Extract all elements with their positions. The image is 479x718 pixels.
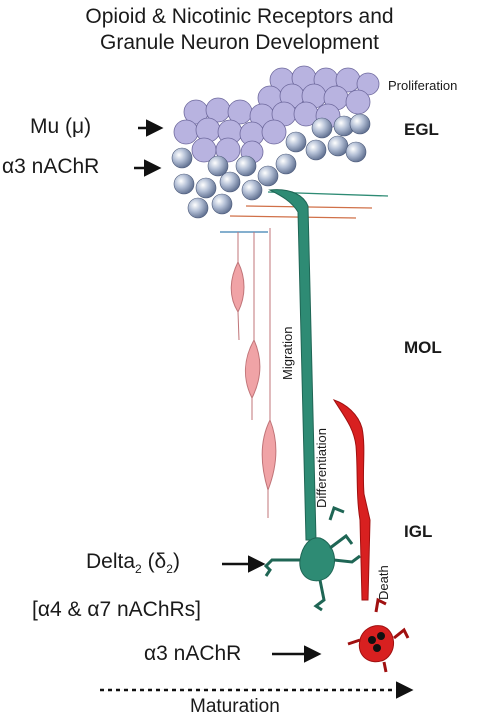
label-differentiation: Differentiation: [314, 428, 329, 508]
label-proliferation: Proliferation: [388, 78, 458, 93]
label-a3-bottom: α3 nAChR: [144, 642, 242, 665]
title-line-2: Granule Neuron Development: [100, 31, 379, 54]
label-igl: IGL: [404, 522, 433, 541]
label-delta: Delta2 (δ2): [86, 550, 180, 577]
receptor-arrows: [100, 119, 414, 699]
migrating-granule-neurons: [230, 228, 277, 518]
dying-granule-neuron: [332, 399, 410, 673]
differentiating-granule-neuron: [263, 189, 361, 612]
label-egl: EGL: [404, 120, 439, 139]
proliferating-cell-cluster: [171, 65, 380, 219]
label-migration: Migration: [280, 326, 295, 380]
label-mu: Mu (μ): [30, 115, 92, 138]
label-a4-a7: [α4 & α7 nAChRs]: [32, 598, 202, 621]
label-mol: MOL: [404, 338, 442, 357]
title-line-1: Opioid & Nicotinic Receptors and: [85, 5, 394, 28]
label-maturation: Maturation: [190, 696, 280, 717]
label-a3-top: α3 nAChR: [2, 155, 100, 178]
label-death: Death: [376, 565, 391, 600]
